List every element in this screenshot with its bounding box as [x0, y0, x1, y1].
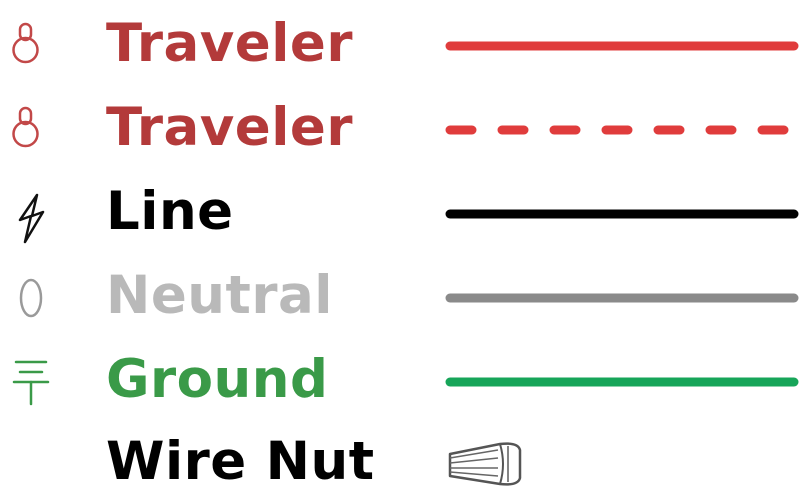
legend-row-line: Line	[0, 170, 806, 254]
wire-swatch-traveler-dashed	[440, 86, 806, 170]
legend-label-traveler: Traveler	[106, 97, 353, 158]
legend-row-neutral: Neutral	[0, 254, 806, 338]
legend-label-wire-nut: Wire Nut	[106, 431, 375, 492]
legend-row-ground: Ground	[0, 338, 806, 422]
toggle-switch-icon	[0, 2, 64, 86]
lightning-bolt-icon	[0, 170, 64, 254]
legend-row-traveler-solid: Traveler	[0, 2, 806, 86]
legend-row-traveler-dashed: Traveler	[0, 86, 806, 170]
legend-label-neutral: Neutral	[106, 265, 333, 326]
legend-row-wire-nut: Wire Nut	[0, 420, 806, 504]
oval-icon	[0, 254, 64, 338]
legend-label-ground: Ground	[106, 349, 329, 410]
wire-nut-icon	[440, 420, 806, 504]
wire-swatch-neutral	[440, 254, 806, 338]
wire-swatch-traveler-solid	[440, 2, 806, 86]
ground-symbol-icon	[0, 338, 64, 422]
legend-label-traveler: Traveler	[106, 13, 353, 74]
wire-swatch-line	[440, 170, 806, 254]
wire-swatch-ground	[440, 338, 806, 422]
legend-label-line: Line	[106, 181, 234, 242]
toggle-switch-icon	[0, 86, 64, 170]
